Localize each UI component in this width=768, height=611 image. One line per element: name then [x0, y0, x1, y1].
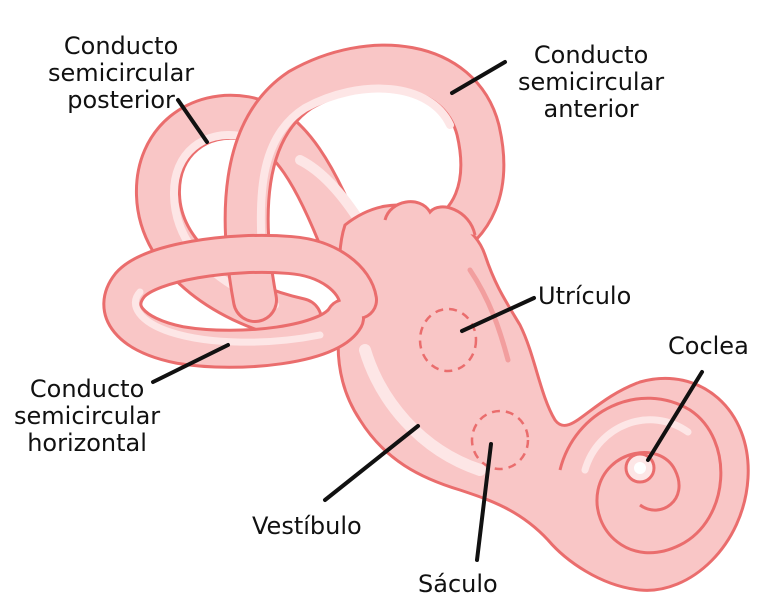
- label-line: posterior: [67, 86, 175, 114]
- label-posterior-canal: Conducto semicircular posterior: [48, 33, 194, 114]
- label-line: Conducto: [29, 375, 145, 403]
- saccule-outline: [470, 409, 530, 471]
- utriculo-leader-line: [460, 296, 536, 333]
- anterior-canal-shape: [223, 43, 506, 323]
- label-horizontal-canal: Conducto semicircular horizontal: [14, 376, 160, 457]
- label-utriculo: Utrículo: [538, 282, 632, 310]
- label-line: horizontal: [27, 429, 147, 457]
- vestibulo-leader-line: [323, 424, 420, 502]
- posterior-leader-line: [176, 98, 209, 144]
- saculo-leader-line: [475, 442, 493, 562]
- horizontal-canal-shape: [102, 233, 378, 369]
- label-line: semicircular: [48, 59, 195, 87]
- label-line: semicircular: [518, 68, 665, 96]
- label-coclea: Coclea: [668, 332, 749, 360]
- horizontal-leader-line: [151, 343, 230, 384]
- label-anterior-canal: Conducto semicircular anterior: [518, 42, 664, 123]
- vestibule-cochlea-body: [336, 200, 750, 592]
- anterior-leader-line: [450, 60, 507, 95]
- inner-ear-anatomy: [102, 43, 750, 592]
- label-saculo: Sáculo: [418, 570, 498, 598]
- label-line: Conducto: [533, 41, 649, 69]
- label-line: anterior: [543, 95, 639, 123]
- coclea-leader-line: [646, 370, 704, 462]
- utricle-outline: [418, 307, 478, 373]
- label-line: semicircular: [14, 402, 161, 430]
- label-vestibulo: Vestíbulo: [252, 512, 362, 540]
- label-line: Conducto: [63, 32, 179, 60]
